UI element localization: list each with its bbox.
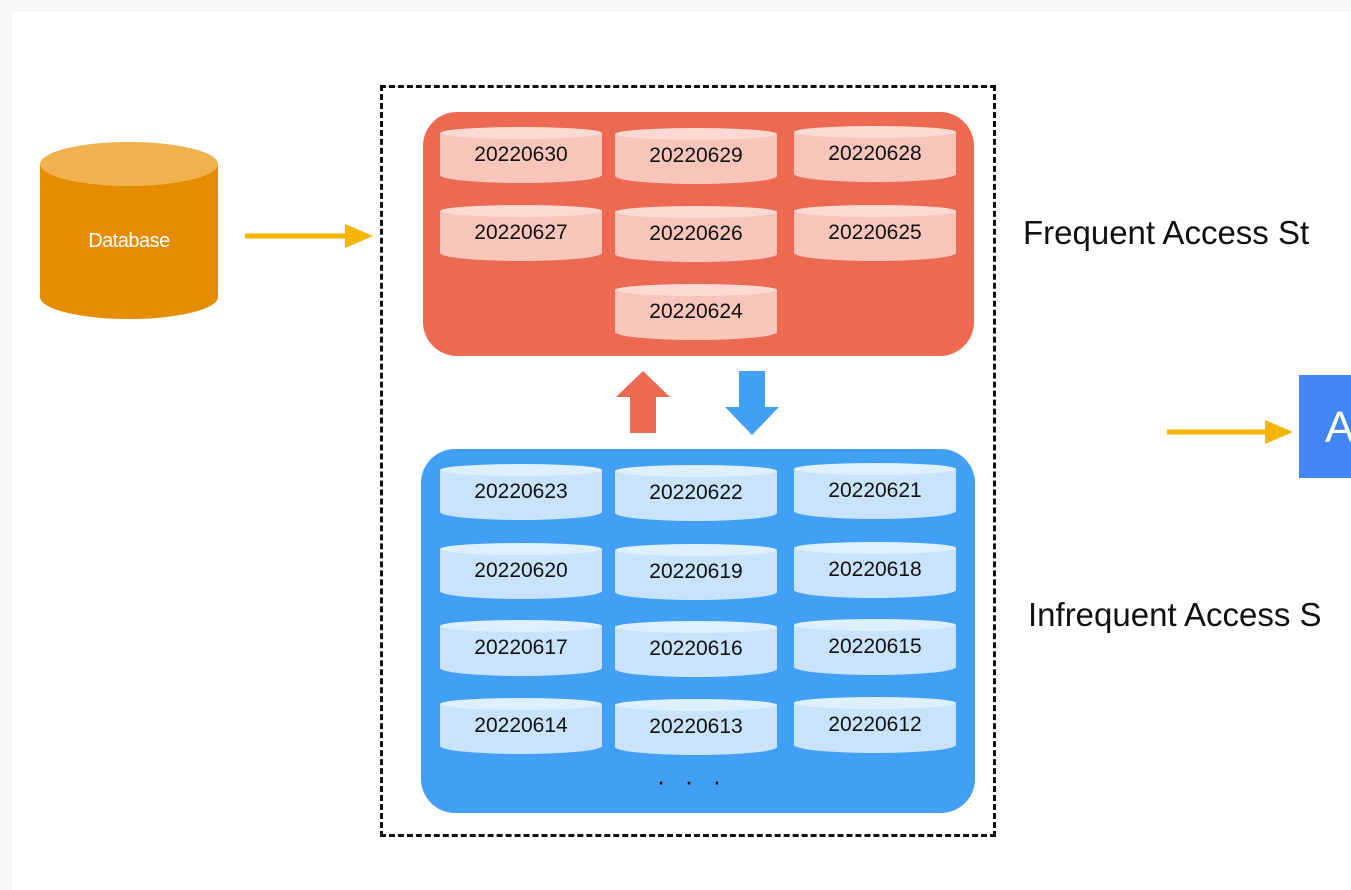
- partition-cylinder: 20220624: [615, 284, 777, 346]
- partition-cylinder: 20220622: [615, 465, 777, 527]
- partition-label: 20220617: [474, 636, 568, 659]
- database-label: Database: [88, 230, 170, 252]
- partition-cylinder: 20220625: [794, 205, 956, 267]
- partition-label: 20220623: [474, 480, 568, 503]
- partition-cylinder: 20220623: [440, 464, 602, 526]
- partition-cylinder: 20220612: [794, 697, 956, 759]
- partition-cylinder: 20220614: [440, 698, 602, 760]
- partition-cylinder: 20220613: [615, 699, 777, 761]
- infrequent-access-label: Infrequent Access S: [1028, 596, 1322, 633]
- partition-label: 20220622: [649, 481, 743, 504]
- partition-label: 20220626: [649, 222, 743, 245]
- demote-down-arrow: [725, 371, 779, 440]
- frequent-access-label: Frequent Access St: [1023, 214, 1310, 251]
- partition-label: 20220616: [649, 637, 743, 660]
- partition-cylinder: 20220615: [794, 619, 956, 681]
- partition-label: 20220630: [474, 143, 568, 166]
- partition-label: 20220624: [649, 300, 743, 323]
- partition-cylinder: 20220616: [615, 621, 777, 683]
- partition-label: 20220618: [828, 558, 922, 581]
- partition-label: 20220627: [474, 221, 568, 244]
- partition-label: 20220629: [649, 144, 743, 167]
- partition-cylinder: 20220620: [440, 543, 602, 605]
- partition-label: 20220613: [649, 715, 743, 738]
- partition-label: 20220625: [828, 221, 922, 244]
- storage-container: [380, 85, 996, 837]
- partition-label: 20220628: [828, 142, 922, 165]
- partition-cylinder: 20220630: [440, 127, 602, 189]
- partition-cylinder: 20220627: [440, 205, 602, 267]
- partition-label: 20220621: [828, 479, 922, 502]
- partition-cylinder: 20220617: [440, 620, 602, 682]
- partition-label: 20220620: [474, 559, 568, 582]
- more-partitions-ellipsis: · · ·: [656, 766, 728, 796]
- promote-up-arrow: [616, 371, 670, 438]
- partition-cylinder: 20220619: [615, 544, 777, 606]
- query-arrow: [1167, 419, 1297, 445]
- partition-label: 20220612: [828, 713, 922, 736]
- partition-label: 20220614: [474, 714, 568, 737]
- partition-cylinder: 20220618: [794, 542, 956, 604]
- analysis-label: A: [1325, 403, 1351, 452]
- partition-cylinder: 20220628: [794, 126, 956, 188]
- analysis-box: A: [1299, 375, 1351, 478]
- database-cylinder: Database: [40, 142, 218, 320]
- partition-cylinder: 20220626: [615, 206, 777, 268]
- partition-label: 20220615: [828, 635, 922, 658]
- ingest-arrow: [245, 223, 375, 249]
- partition-cylinder: 20220629: [615, 128, 777, 190]
- partition-cylinder: 20220621: [794, 463, 956, 525]
- diagram-canvas: Database 20220630 20220629 20220628 2022…: [12, 12, 1351, 890]
- partition-label: 20220619: [649, 560, 743, 583]
